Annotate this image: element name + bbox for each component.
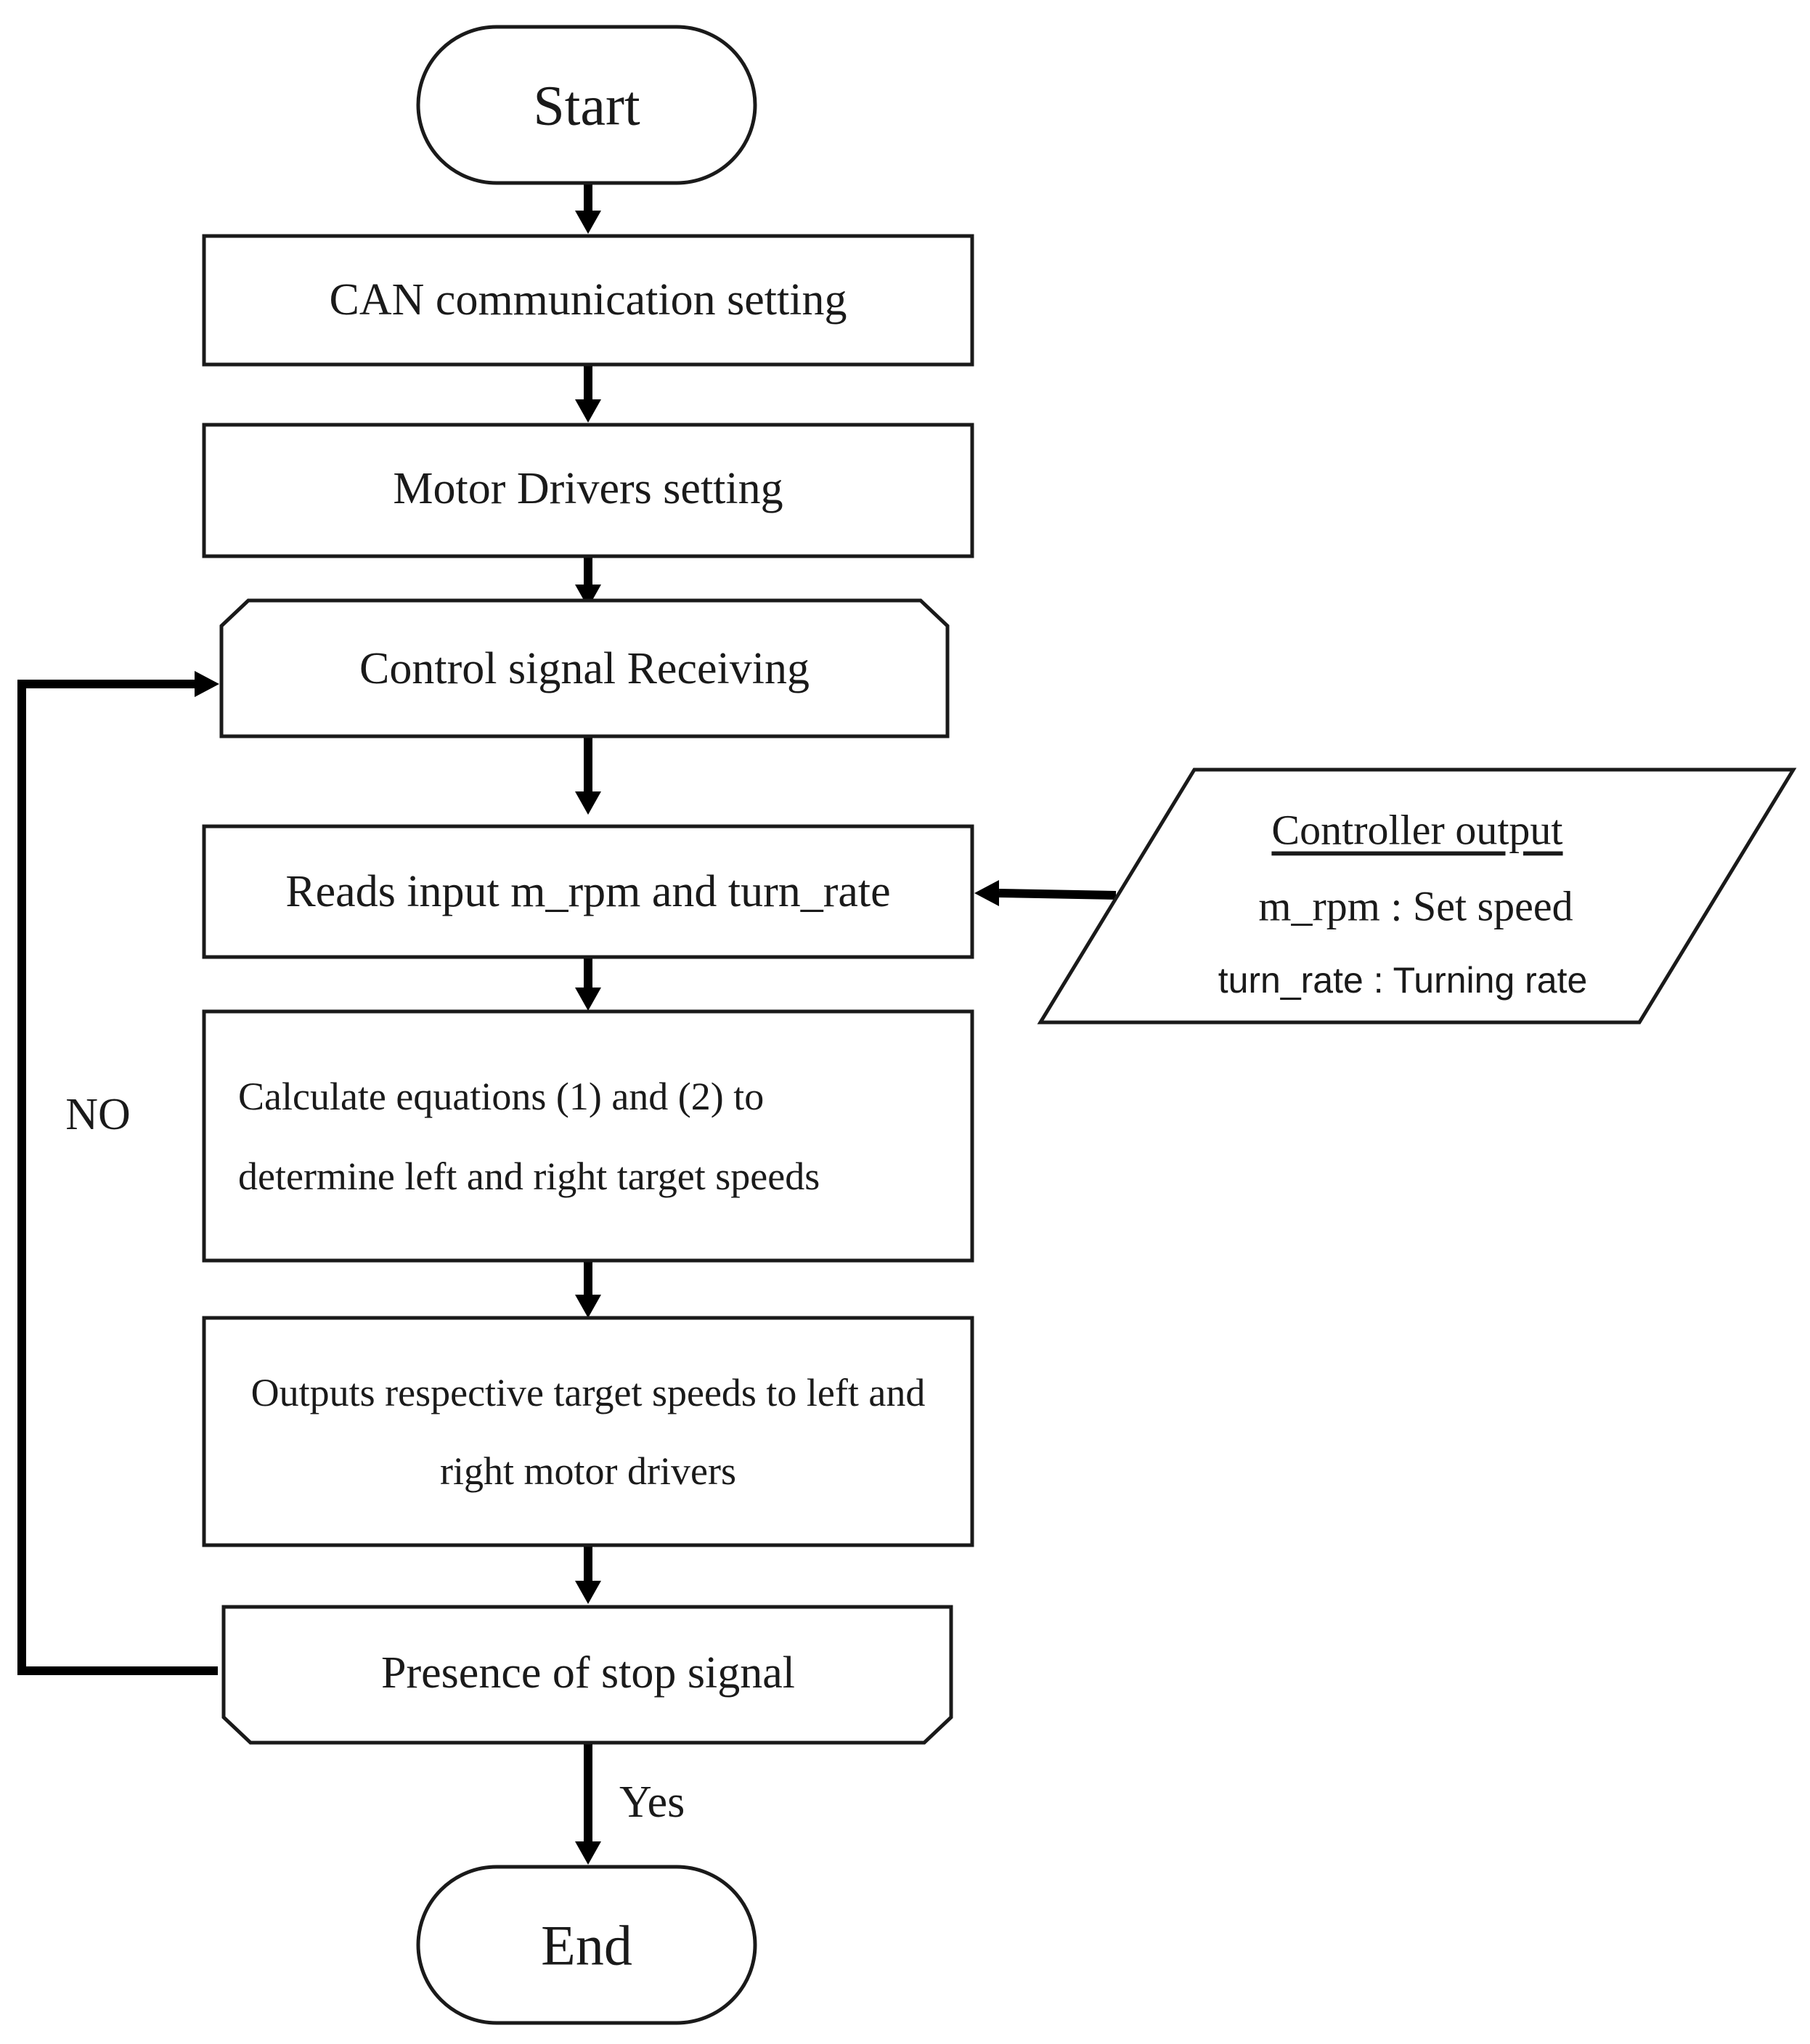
stop-signal-step: Presence of stop signal (221, 1605, 953, 1745)
end-label: End (541, 1914, 632, 1977)
yes-branch-label: Yes (619, 1778, 685, 1827)
outputs-step: Outputs respective target speeds to left… (202, 1316, 974, 1547)
motor-setting-label: Motor Drivers setting (393, 464, 783, 513)
controller-output-m-rpm: m_rpm : Set speed (1258, 883, 1573, 930)
stop-signal-label: Presence of stop signal (381, 1648, 795, 1698)
arrowhead-outputs (575, 1295, 601, 1318)
control-receiving-label: Control signal Receiving (359, 644, 810, 693)
arrowhead-end (575, 1841, 601, 1865)
end-terminal: End (416, 1865, 757, 2025)
arrowhead-reads (575, 791, 601, 815)
motor-setting-box (202, 423, 974, 558)
can-setting-box (202, 234, 974, 367)
outputs-label-line1: Outputs respective target speeds to left… (251, 1371, 926, 1414)
arrowhead-can (575, 211, 601, 234)
controller-output-title: Controller output (1271, 807, 1562, 854)
arrowhead-loop-back (195, 671, 219, 697)
start-label: Start (533, 74, 640, 137)
connectors (17, 183, 1117, 1865)
start-terminal: Start (416, 25, 757, 185)
control-receiving-step: Control signal Receiving (219, 598, 950, 738)
outputs-label-line2: right motor drivers (440, 1449, 736, 1493)
reads-input-label: Reads input m_rpm and turn_rate (285, 867, 890, 916)
calculate-box (202, 1009, 974, 1263)
controller-output-shape (1037, 767, 1797, 1025)
controller-output-turn-rate: turn_rate : Turning rate (1218, 960, 1588, 1001)
stop-signal-shape (221, 1605, 953, 1745)
calculate-label-line1: Calculate equations (1) and (2) to (238, 1075, 764, 1118)
start-terminal-shape (416, 25, 757, 185)
arrowhead-control (575, 585, 601, 608)
arrowhead-controller-input (974, 880, 999, 906)
loop-back-no (17, 680, 218, 1675)
control-receiving-shape (219, 598, 950, 738)
calculate-step: Calculate equations (1) and (2) to deter… (202, 1009, 974, 1263)
arrow-controller-to-reads (998, 889, 1117, 900)
arrowhead-calculate (575, 988, 601, 1011)
reads-input-box (202, 824, 974, 959)
can-setting-step: CAN communication setting (202, 234, 974, 367)
can-setting-label: CAN communication setting (330, 275, 847, 325)
controller-output-data: Controller output m_rpm : Set speed turn… (1037, 767, 1797, 1025)
reads-input-step: Reads input m_rpm and turn_rate (202, 824, 974, 959)
calculate-label-line2: determine left and right target speeds (238, 1155, 820, 1198)
no-branch-label: NO (65, 1090, 131, 1139)
arrowhead-motor (575, 399, 601, 423)
arrowhead-stop (575, 1581, 601, 1604)
motor-setting-step: Motor Drivers setting (202, 423, 974, 558)
outputs-box (202, 1316, 974, 1547)
end-terminal-shape (416, 1865, 757, 2025)
